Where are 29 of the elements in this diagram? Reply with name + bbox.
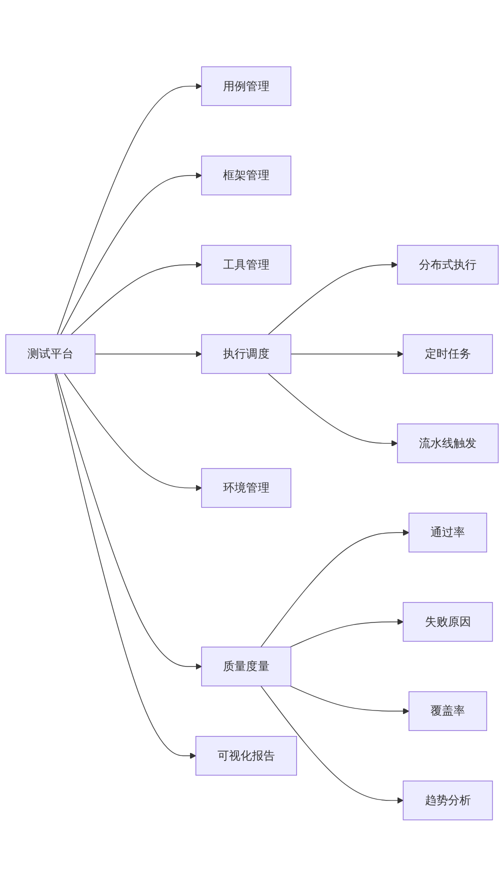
arrow <box>268 372 398 446</box>
arrow <box>64 372 202 491</box>
arrow <box>260 685 404 804</box>
arrow <box>54 372 196 759</box>
node-box: 失败原因 <box>402 602 493 642</box>
node-box: 执行调度 <box>201 334 292 374</box>
arrow <box>290 350 404 357</box>
node-box: 通过率 <box>408 512 488 552</box>
node-box: 框架管理 <box>201 155 292 195</box>
arrow <box>290 685 410 714</box>
arrow <box>94 350 202 357</box>
node-box: 环境管理 <box>201 468 292 508</box>
arrow <box>56 82 202 335</box>
node-box: 覆盖率 <box>408 691 488 731</box>
node-box: 趋势分析 <box>402 780 493 820</box>
arrow <box>290 618 404 648</box>
arrow <box>70 261 202 335</box>
arrow <box>268 261 398 335</box>
node-box: 工具管理 <box>201 244 292 284</box>
arrow <box>60 172 202 335</box>
node-box: 分布式执行 <box>397 244 499 284</box>
node-box: 测试平台 <box>5 334 96 374</box>
node-box: 流水线触发 <box>397 423 499 463</box>
node-box: 质量度量 <box>201 646 292 686</box>
arrow <box>56 372 202 670</box>
node-box: 定时任务 <box>402 334 493 374</box>
arrow <box>260 529 410 648</box>
node-box: 可视化报告 <box>195 736 297 776</box>
node-box: 用例管理 <box>201 66 292 106</box>
